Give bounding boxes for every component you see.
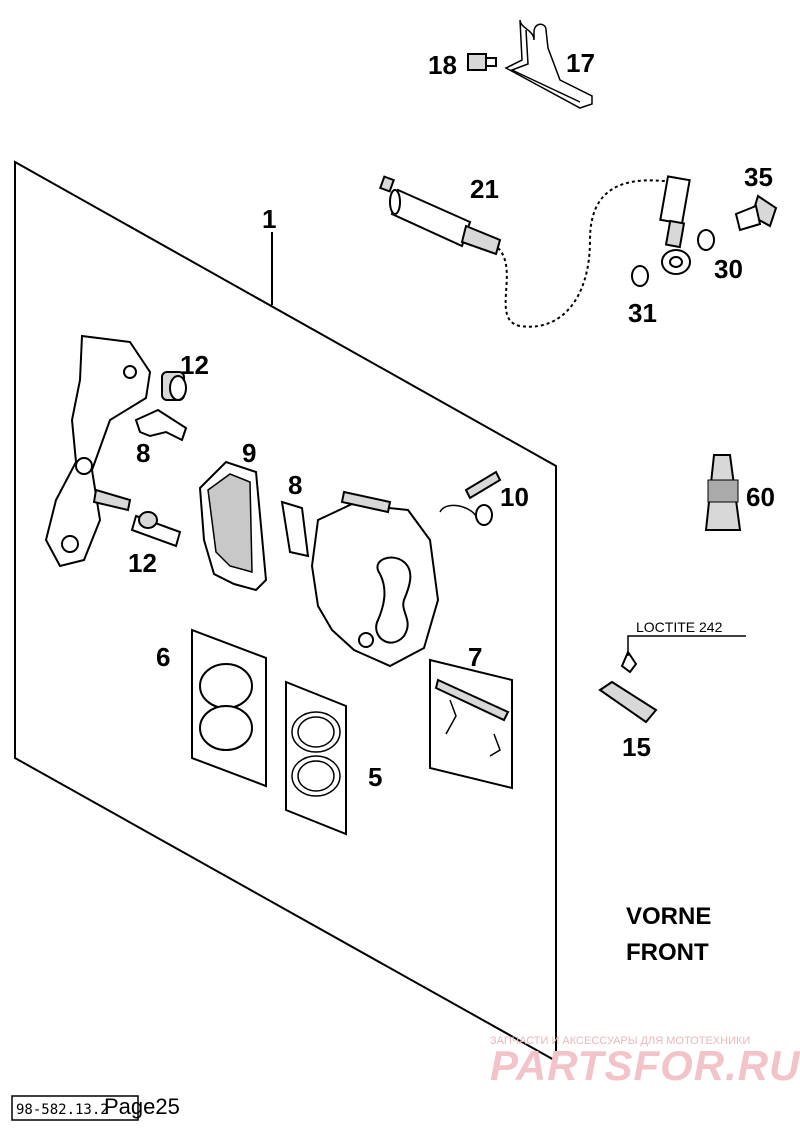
assembly-frame <box>14 160 557 1063</box>
hose-fitting-part <box>659 175 691 275</box>
drawing-code: 98-582.13.2 <box>16 1102 109 1118</box>
screw-part-18 <box>467 53 497 71</box>
callout-10: 10 <box>500 482 529 512</box>
washer-part-31 <box>631 265 649 287</box>
wire-clip-part <box>504 19 593 109</box>
callout-31: 31 <box>628 298 657 328</box>
callout-5: 5 <box>368 762 382 792</box>
brake-hose <box>497 179 673 328</box>
rubber-boot-part <box>161 371 187 401</box>
bleeder-part <box>439 470 502 526</box>
watermark-tagline: ЗАПЧАСТИ И АКСЕССУАРЫ ДЛЯ МОТОТЕХНИКИ <box>490 1035 750 1047</box>
direction-label-vorne: VORNE <box>626 903 711 930</box>
callout-12-top: 12 <box>180 350 209 380</box>
page-label: Page25 <box>104 1094 180 1119</box>
callout-17: 17 <box>566 48 595 78</box>
callout-60: 60 <box>746 482 775 512</box>
caliper-bracket-part <box>44 334 152 568</box>
grease-tube-part <box>704 454 742 531</box>
callout-8-top: 8 <box>136 438 150 468</box>
callout-35: 35 <box>744 162 773 192</box>
seal-rings-kit-part <box>285 680 347 836</box>
callout-18: 18 <box>428 50 457 80</box>
pad-spring-part-8a <box>134 408 188 442</box>
callout-21: 21 <box>470 174 499 204</box>
callout-12-bottom: 12 <box>128 548 157 578</box>
drawing-code-box <box>11 1095 139 1121</box>
watermark-brand: PARTSFOR.RU <box>490 1042 800 1089</box>
direction-label-front: FRONT <box>626 939 709 966</box>
callout-7: 7 <box>468 642 482 672</box>
brake-pad-part <box>198 460 268 592</box>
callout-15: 15 <box>622 732 651 762</box>
pistons-kit-part <box>191 628 267 788</box>
callout-6: 6 <box>156 642 170 672</box>
bolt-part-15 <box>598 635 746 724</box>
loctite-label: LOCTITE 242 <box>636 619 723 635</box>
washer-part-30 <box>697 229 715 251</box>
caliper-body-part <box>310 490 440 668</box>
guide-pin-part <box>130 511 182 548</box>
banjo-bolt-part <box>734 194 778 232</box>
callout-9: 9 <box>242 438 256 468</box>
callout-1: 1 <box>262 204 276 234</box>
callout-8-right: 8 <box>288 470 302 500</box>
pad-spring-part-8b <box>280 500 310 558</box>
pin-kit-part <box>429 658 513 790</box>
callout-30: 30 <box>714 254 743 284</box>
brake-switch-part <box>378 175 502 256</box>
